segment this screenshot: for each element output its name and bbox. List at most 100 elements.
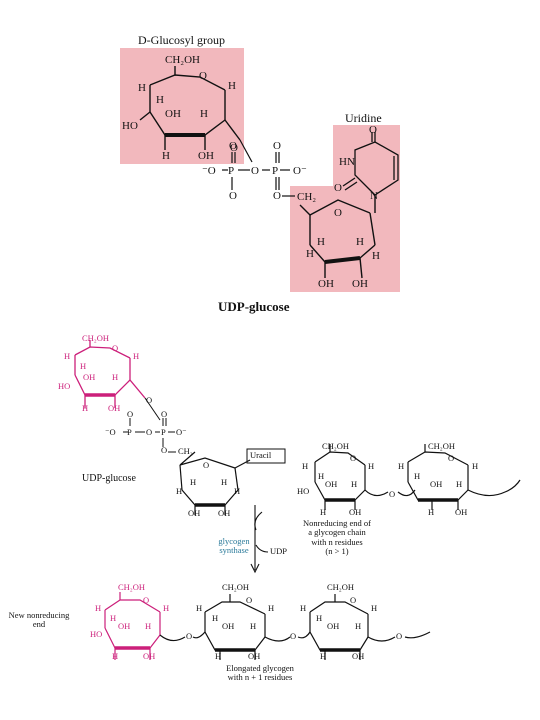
- atom-ch2oh: CH₂OH: [327, 582, 355, 592]
- atom-h: H: [234, 486, 241, 496]
- atom-h: H: [356, 236, 364, 248]
- atom-h: H: [317, 236, 325, 248]
- udp-ribose-bottom: [179, 448, 286, 515]
- atom-p: P: [228, 165, 235, 177]
- elongated-glycogen-label: Elongated glycogen with n + 1 residues: [205, 663, 315, 683]
- atom-h: H: [250, 621, 257, 631]
- atom-o-ring: O: [112, 343, 119, 353]
- atom-o-minus-right: O⁻: [176, 427, 187, 437]
- atom-h: H: [156, 94, 164, 106]
- atom-oh: OH: [318, 278, 334, 290]
- atom-h: H: [200, 108, 208, 120]
- reaction-arrow: [250, 505, 269, 574]
- uridine-highlight-box: [333, 125, 400, 189]
- enzyme-line-2: synthase: [219, 545, 249, 556]
- uracil-ring-top: [342, 132, 399, 196]
- atom-h: H: [355, 621, 362, 631]
- atom-o: O: [290, 631, 297, 641]
- atom-h: H: [215, 651, 222, 661]
- atom-oh: OH: [143, 651, 156, 661]
- atom-h: H: [190, 477, 197, 487]
- atom-o-ring: O: [350, 453, 357, 463]
- new-glucose-ring: [104, 592, 161, 660]
- nonreducing-line-3: with n residues: [311, 536, 363, 547]
- atom-oh: OH: [188, 508, 201, 518]
- atom-p: P: [161, 427, 166, 437]
- atom-o-ring: O: [246, 595, 253, 605]
- atom-o-ring: O: [350, 595, 357, 605]
- atom-oh: OH: [118, 621, 131, 631]
- atom-h: H: [112, 372, 119, 382]
- atom-h: H: [221, 477, 228, 487]
- atom-oh: OH: [349, 507, 362, 517]
- atom-o-ring: O: [334, 207, 342, 219]
- atom-o: O: [161, 445, 168, 455]
- atom-h: H: [320, 507, 327, 517]
- elongated-line-2: with n + 1 residues: [227, 672, 293, 683]
- atom-h: H: [428, 507, 435, 517]
- atom-ch2oh: CH₂OH: [322, 441, 350, 451]
- atom-o: O: [229, 190, 237, 202]
- atom-oh: OH: [455, 507, 468, 517]
- atom-h: H: [176, 486, 183, 496]
- nonreducing-line-2: a glycogen chain: [308, 527, 366, 538]
- nonreducing-line-1: Nonreducing end of: [303, 518, 371, 528]
- atom-h: H: [228, 80, 236, 92]
- nonreducing-end-label: Nonreducing end of a glycogen chain with…: [292, 518, 382, 557]
- atom-h: H: [300, 603, 307, 613]
- atom-h: H: [472, 461, 479, 471]
- atom-o: O: [127, 409, 134, 419]
- atom-oh: OH: [327, 621, 340, 631]
- atom-p: P: [272, 165, 279, 177]
- atom-oh: OH: [165, 108, 181, 120]
- udp-glucose-label-bottom: UDP-glucose: [82, 473, 136, 484]
- atom-oh: OH: [218, 508, 231, 518]
- new-end-line-2: end: [32, 619, 46, 630]
- atom-ch2oh: CH₂OH: [222, 582, 250, 592]
- udp-product-label: UDP: [270, 546, 288, 556]
- nonreducing-line-4: (n > 1): [325, 546, 349, 557]
- glucosyl-group-label: D-Glucosyl group: [138, 33, 225, 47]
- atom-h: H: [138, 82, 146, 94]
- atom-o-minus: ⁻O: [202, 165, 216, 177]
- uracil-box: [246, 448, 286, 464]
- atom-h: H: [162, 150, 170, 162]
- atom-h: H: [268, 603, 275, 613]
- atom-o-ring: O: [203, 460, 210, 470]
- atom-o: O: [334, 182, 342, 194]
- atom-h: H: [320, 651, 327, 661]
- atom-o: O: [230, 142, 238, 154]
- atom-h: H: [80, 361, 87, 371]
- enzyme-line-1: glycogen: [218, 536, 250, 546]
- atom-ch2: CH₂: [178, 446, 193, 456]
- atom-o-ring: O: [448, 453, 455, 463]
- udp-glucose-ring-bottom: [74, 340, 146, 408]
- atom-oh: OH: [248, 651, 261, 661]
- atom-h: H: [456, 479, 463, 489]
- atom-h: H: [133, 351, 140, 361]
- atom-o: O: [186, 631, 193, 641]
- glycogen-chain-bottom: [314, 444, 521, 510]
- enzyme-label: glycogen synthase: [214, 536, 254, 556]
- atom-h: H: [371, 603, 378, 613]
- atom-h: H: [306, 248, 314, 260]
- atom-o: O: [161, 409, 168, 419]
- new-end-line-1: New nonreducing: [8, 610, 70, 620]
- atom-ho: HO: [122, 120, 138, 132]
- atom-h: H: [398, 461, 405, 471]
- atom-oh: OH: [352, 278, 368, 290]
- atom-h: H: [212, 613, 219, 623]
- atom-ho: HO: [297, 486, 310, 496]
- atom-h: H: [351, 479, 358, 489]
- atom-oh: OH: [325, 479, 338, 489]
- glucose-ring-top: [139, 66, 241, 150]
- atom-o: O: [146, 427, 153, 437]
- atom-n: N: [370, 190, 378, 202]
- atom-ch2oh: CH₂OH: [118, 582, 146, 592]
- glucosyl-highlight-box: [120, 48, 244, 164]
- atom-h: H: [414, 471, 421, 481]
- atom-o: O: [146, 395, 153, 405]
- atom-h: H: [318, 471, 325, 481]
- atom-o-minus: ⁻O: [105, 427, 116, 437]
